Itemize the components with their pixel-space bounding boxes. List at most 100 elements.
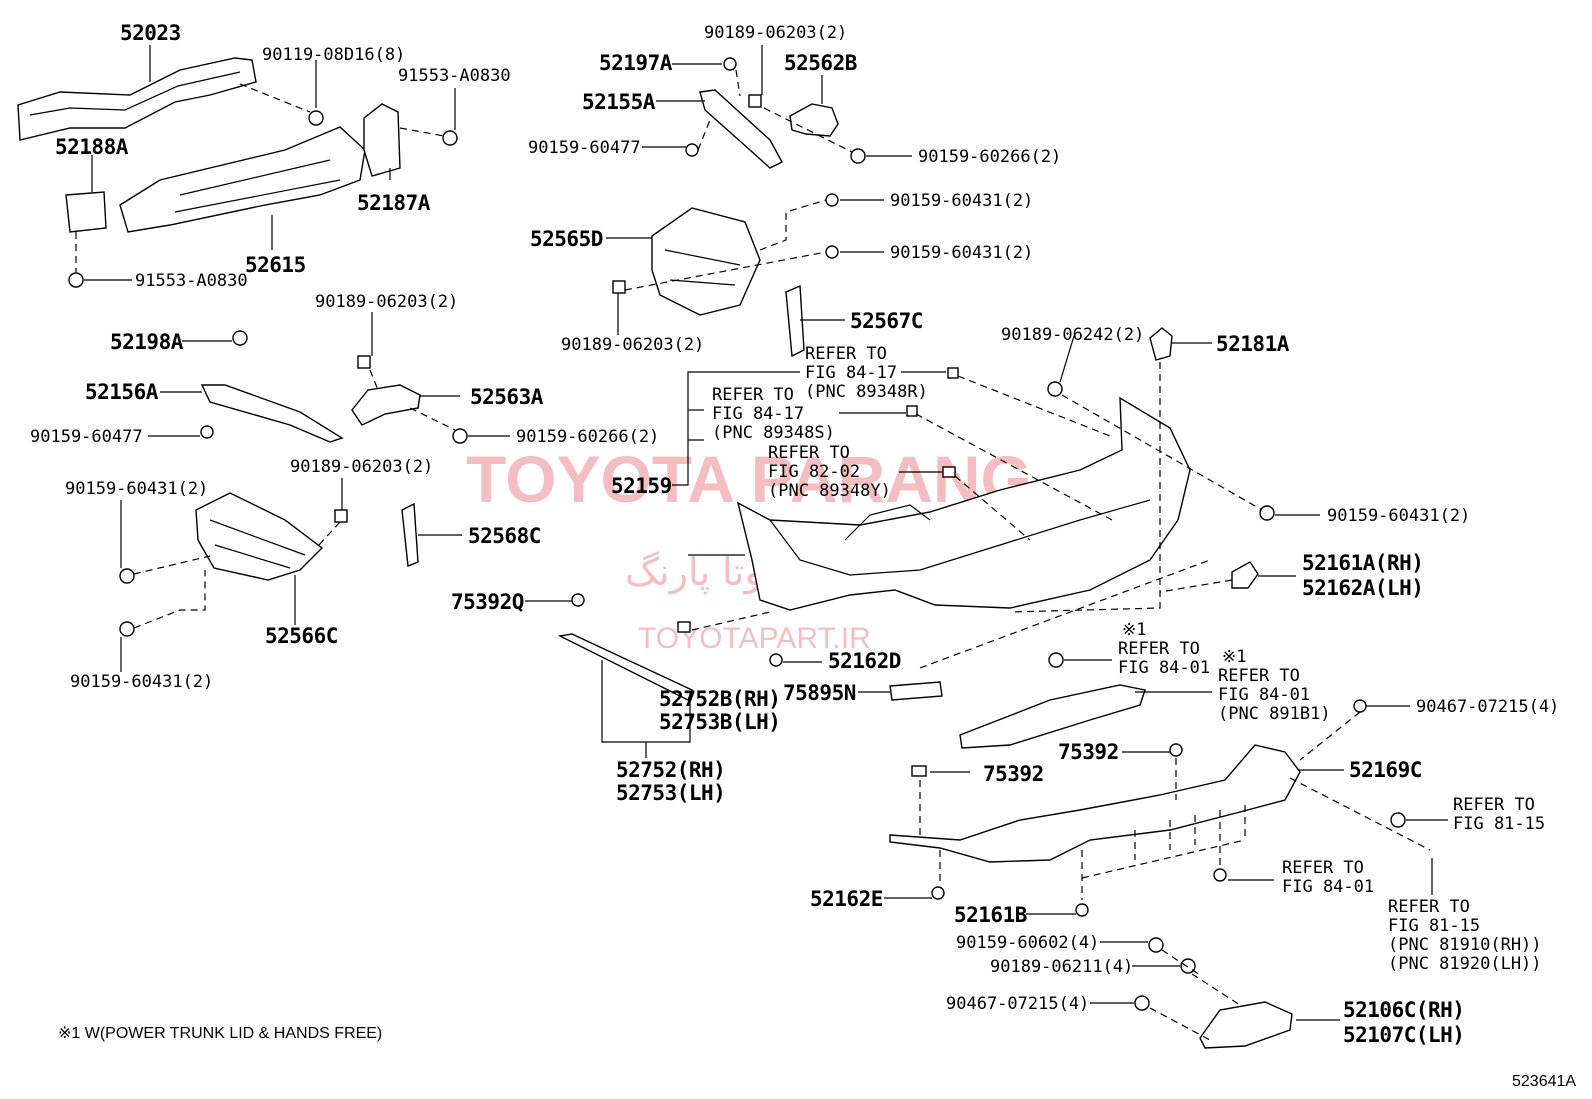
part-label: 52568C [468,524,541,548]
part-label: 90189-06211(4) [990,957,1133,977]
illustration-id: 523641A [1512,1073,1576,1090]
part-label: 90159-60431(2) [890,243,1033,263]
part-label: 52752(RH) [616,758,725,782]
refer-notes: REFER TO FIG 84-17 (PNC 89348R) REFER TO… [712,344,1545,974]
refer-note: REFER TO [1388,897,1470,917]
part-label: 52198A [110,330,184,354]
part-label: 90159-60602(4) [956,933,1099,953]
part-label: 52562B [784,51,857,75]
bracket-52562B [789,103,839,137]
part-label: 52162E [810,887,883,911]
retainer-center [959,684,1146,749]
part-label: 52188A [55,135,129,159]
part-label: 90467-07215(4) [1416,697,1559,717]
refer-note: REFER TO [805,344,887,364]
spacer-52568C [401,502,419,567]
part-label: 75895N [783,681,856,705]
part-label: 52615 [245,253,306,277]
part-label: 52753B(LH) [659,710,780,734]
part-label: 52161B [954,903,1027,927]
lower-cover-52169C [889,744,1301,863]
footnote: ※1 W(POWER TRUNK LID & HANDS FREE) [58,1025,382,1042]
part-label: 90159-60431(2) [65,479,208,499]
refer-note: FIG 81-15 [1388,916,1480,936]
refer-note: ※1 [1122,620,1146,640]
part-label: 75392 [1058,740,1119,764]
part-label: 90189-06203(2) [315,292,458,312]
part-label: 52752B(RH) [659,687,780,711]
watermark-url: TOYOTAPART.IR [638,622,871,655]
retainer-52155A [699,89,783,169]
refer-note: FIG 81-15 [1453,814,1545,834]
bracket-52188A [65,191,107,233]
part-label: 52563A [470,385,544,409]
part-label: 90189-06242(2) [1001,325,1144,345]
bracket-52563A [351,384,421,426]
refer-note: REFER TO [1453,795,1535,815]
absorber-52615 [119,126,366,233]
part-label: 90159-60431(2) [70,672,213,692]
reinforcement-52023 [17,57,257,141]
refer-note: REFER TO [1218,666,1300,686]
refer-note: (PNC 891B1) [1218,704,1331,724]
part-label: 52161A(RH) [1302,551,1423,575]
part-label: 75392Q [451,590,524,614]
cap-52181A [1149,327,1173,361]
dashed-assembly-lines [75,69,1431,1041]
refer-note: (PNC 81910(RH)) [1388,935,1542,955]
part-label: 90159-60431(2) [890,191,1033,211]
part-label: 90159-60266(2) [918,147,1061,167]
refer-note: FIG 82-02 [768,462,860,482]
part-label: 52023 [120,21,181,45]
part-label: 52107C(LH) [1343,1023,1464,1047]
reflector-52752 [557,633,693,701]
part-labels: 52023 90119-08D16(8) 91553-A0830 52188A … [30,21,1559,1047]
fasteners [68,57,1406,1011]
part-label: 90159-60477 [528,138,641,158]
part-label: 90467-07215(4) [946,994,1089,1014]
refer-note: ※1 [1222,647,1246,667]
bumper-cover-52159 [736,396,1191,611]
spacer-52567C [785,284,805,358]
bracket-52187A [363,103,401,177]
bracket-52565D [651,207,761,316]
part-label: 52162A(LH) [1302,576,1423,600]
refer-note: (PNC 89348R) [805,382,928,402]
cap-52161A [1231,561,1259,589]
part-label: 91553-A0830 [135,271,248,291]
refer-note: REFER TO [1282,858,1364,878]
part-label: 52159 [611,474,672,498]
part-label: 52162D [828,649,901,673]
part-label: 90189-06203(2) [561,335,704,355]
refer-note: FIG 84-17 [712,404,804,424]
retainer-52156A [200,384,344,443]
part-label: 52567C [850,309,923,333]
refer-note: (PNC 89348S) [712,423,835,443]
watermark-main: TOYOTA PARANG [466,442,1032,516]
part-label: 90189-06203(2) [704,23,847,43]
part-label: 52753(LH) [616,781,725,805]
part-label: 90159-60477 [30,427,143,447]
refer-note: REFER TO [768,443,850,463]
part-label: 52565D [530,227,603,251]
part-label: 90119-08D16(8) [262,45,405,65]
part-label: 52181A [1216,332,1290,356]
refer-note: REFER TO [1118,639,1200,659]
refer-note: FIG 84-01 [1118,658,1210,678]
part-label: 91553-A0830 [398,66,511,86]
part-label: 52187A [357,191,431,215]
part-label: 52106C(RH) [1343,998,1464,1022]
refer-note: (PNC 89348Y) [768,481,891,501]
refer-note: REFER TO [712,385,794,405]
refer-note: FIG 84-01 [1282,877,1374,897]
refer-note: (PNC 81920(LH)) [1388,954,1542,974]
part-label: 90159-60266(2) [516,427,659,447]
part-label: 52155A [582,90,656,114]
part-label: 52566C [265,624,338,648]
part-label: 90159-60431(2) [1327,506,1470,526]
diffuser-52106C [1199,1001,1293,1049]
part-label: 52197A [599,51,673,75]
refer-note: FIG 84-17 [805,363,897,383]
leader-lines [84,45,1448,1021]
